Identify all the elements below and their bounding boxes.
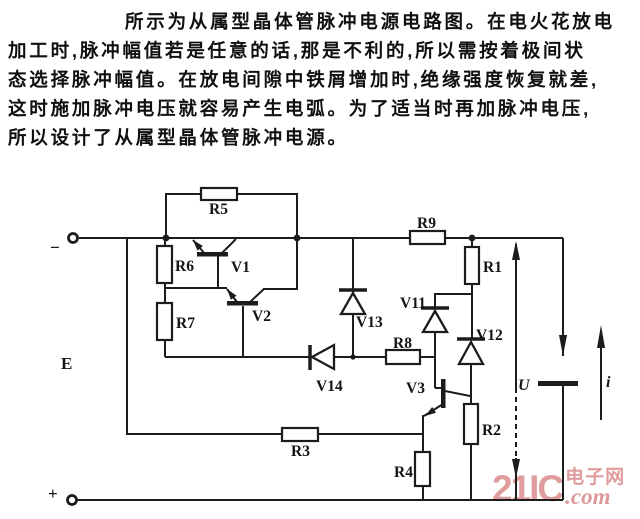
transistor-v2: V2 xyxy=(226,288,298,357)
terminal-minus: − xyxy=(50,232,79,257)
current-arrow: i xyxy=(597,325,611,420)
label-v13: V13 xyxy=(356,314,383,331)
label-r9: R9 xyxy=(417,215,436,232)
label-r4: R4 xyxy=(394,464,413,481)
label-v14: V14 xyxy=(316,378,343,395)
workpiece-plate xyxy=(538,381,578,386)
paragraph-line: 所示为从属型晶体管脉冲电源电路图。在电火花放电 xyxy=(125,11,615,32)
plus-sign: + xyxy=(48,484,58,503)
gap-voltage-arrow: U xyxy=(512,241,531,500)
label-u: U xyxy=(518,377,531,394)
label-v3: V3 xyxy=(406,380,425,397)
label-v12: V12 xyxy=(476,327,503,344)
diode-v13: V13 xyxy=(339,238,383,357)
transistor-v3: V3 xyxy=(406,379,471,417)
resistor-r5: R5 xyxy=(199,186,239,218)
label-r3: R3 xyxy=(291,443,310,460)
paragraph-line: 态选择脉冲幅值。在放电间隙中铁屑增加时,绝缘强度恢复就差, xyxy=(8,69,599,90)
paragraph-line: 加工时,脉冲幅值若是任意的话,那是不利的,所以需按着极间状 xyxy=(8,40,586,61)
label-r7: R7 xyxy=(176,315,195,332)
label-r2: R2 xyxy=(482,422,501,439)
resistor-r2: R2 xyxy=(462,364,501,500)
diode-v12: V12 xyxy=(457,294,503,398)
paragraph-line: 这时施加脉冲电压就容易产生电弧。为了适当时再加脉冲电压, xyxy=(8,98,592,119)
label-r6: R6 xyxy=(175,258,194,275)
paragraph-line: 所以设计了从属型晶体管脉冲电源。 xyxy=(8,127,349,148)
label-source-e: E xyxy=(61,354,72,373)
v2-emitter-arrow xyxy=(227,289,237,300)
watermark-site-cn: 电子网 xyxy=(565,467,626,488)
resistor-r8: R8 xyxy=(384,335,422,366)
resistor-r7: R7 xyxy=(155,301,195,342)
spark-gap-electrode xyxy=(538,238,578,500)
description-paragraph: 所示为从属型晶体管脉冲电源电路图。在电火花放电 加工时,脉冲幅值若是任意的话,那… xyxy=(8,7,636,152)
label-v2: V2 xyxy=(252,308,271,325)
diode-v11: V11 xyxy=(400,293,472,388)
u-arrow-down xyxy=(512,459,520,478)
junction-dots xyxy=(162,234,476,360)
u-arrow-up xyxy=(512,241,520,260)
watermark: 21IC 电子网 .com xyxy=(492,467,625,511)
watermark-right: 电子网 .com xyxy=(565,467,625,508)
electrode-arrow xyxy=(559,335,567,356)
label-v1: V1 xyxy=(231,259,250,276)
label-r5: R5 xyxy=(209,201,228,218)
label-i: i xyxy=(606,374,611,391)
i-arrow-up xyxy=(597,325,605,348)
transistor-v1: V1 xyxy=(192,238,250,288)
label-v11: V11 xyxy=(400,295,426,312)
label-r1: R1 xyxy=(483,259,502,276)
watermark-domain: .com xyxy=(565,484,611,509)
resistor-r4: R4 xyxy=(394,415,432,500)
label-r8: R8 xyxy=(393,335,412,352)
resistor-r6: R6 xyxy=(155,244,194,285)
terminal-plus: + xyxy=(48,484,78,506)
minus-sign: − xyxy=(50,238,60,257)
resistor-r9: R9 xyxy=(408,215,447,246)
diode-v14: V14 xyxy=(308,343,343,395)
watermark-brand: 21IC xyxy=(492,468,564,509)
v3-emitter-arrow xyxy=(425,407,436,416)
resistor-r1: R1 xyxy=(463,238,502,294)
wire-left-drop-and-mid-rail xyxy=(126,238,423,435)
v1-emitter-arrow xyxy=(193,240,203,251)
resistor-r3: R3 xyxy=(280,426,320,460)
